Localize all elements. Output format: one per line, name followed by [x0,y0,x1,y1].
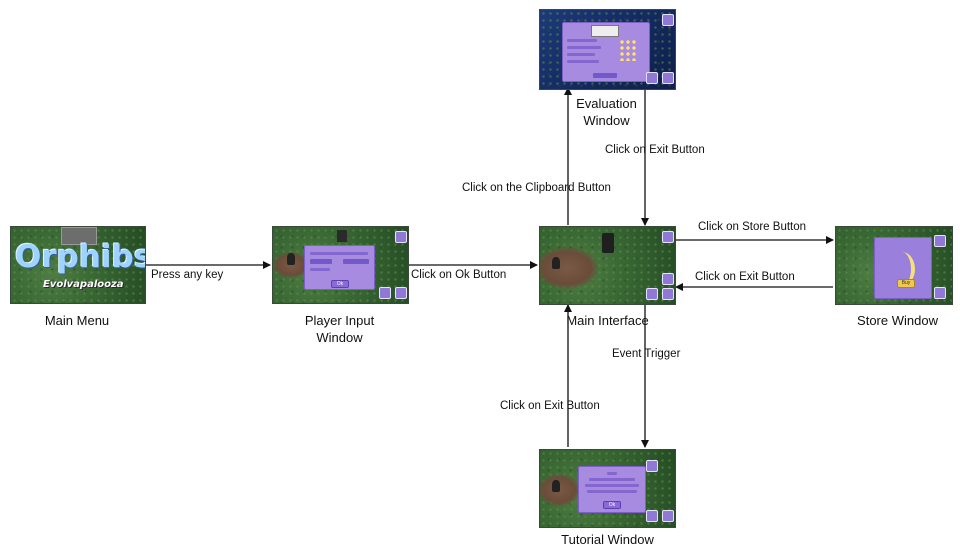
main-interface-screenshot [539,226,676,305]
clipboard-icon [395,287,407,299]
evaluation-label: Evaluation Window [539,95,674,129]
store-icon [646,72,658,84]
clipboard-icon [662,288,674,300]
clipboard-icon [934,287,946,299]
name-input-box [310,259,332,264]
edge-label-tutorial-exit: Click on Exit Button [500,399,600,413]
feeder-icon [337,230,347,242]
edge-label-store-exit: Click on Exit Button [695,270,795,284]
player-input-label: Player Input Window [272,312,407,346]
input-dialog: Ok [304,245,375,290]
ok-button: Ok [331,280,349,288]
store-icon [646,288,658,300]
player-input-screenshot: Ok [272,226,409,304]
edge-label-press-any-key: Press any key [151,268,223,282]
store-label: Store Window [835,312,960,329]
tutorial-line-1 [607,472,617,475]
store-screenshot: Buy [835,226,953,305]
edge-label-click-clipboard: Click on the Clipboard Button [462,181,611,195]
creature-icon [287,253,295,265]
edge-label-click-ok: Click on Ok Button [411,268,506,282]
tutorial-line-3 [585,484,639,487]
age-input-box [343,259,369,264]
player-input-label-line1: Player Input [305,313,374,328]
game-subtitle: Evolvapalooza [43,279,124,290]
edge-label-event-trigger: Event Trigger [612,347,680,361]
eval-line-1 [567,39,597,42]
exit-icon [646,460,658,472]
buy-button: Buy [897,279,915,288]
clipboard-clip [591,25,619,37]
evaluation-label-line1: Evaluation [576,96,637,111]
eval-line-4 [567,60,599,63]
main-interface-label: Main Interface [539,312,676,329]
eval-bottom-bar [593,73,617,78]
creature-icon [552,480,560,492]
dirt-patch [539,247,598,289]
creature-icon [552,257,560,269]
info-icon [662,273,674,285]
exit-icon [662,72,674,84]
edge-label-eval-exit: Click on Exit Button [605,143,705,157]
evaluation-clipboard [562,22,650,82]
menu-icon [662,14,674,26]
main-menu-label: Main Menu [10,312,144,329]
eval-line-3 [567,53,595,56]
eval-line-2 [567,46,601,49]
game-logo: Orphibs [15,239,146,275]
evaluation-screenshot [539,9,676,90]
menu-icon [662,231,674,243]
store-panel: Buy [874,237,932,299]
edge-label-click-store: Click on Store Button [698,220,806,234]
player-input-label-line2: Window [316,330,362,345]
store-icon [379,287,391,299]
evaluation-label-line2: Window [583,113,629,128]
feeder-icon [602,233,614,253]
tutorial-dialog: Ok [578,466,646,513]
main-menu-screenshot: Orphibs Evolvapalooza [10,226,146,304]
eval-score-grid [619,39,637,61]
ok-button: Ok [603,501,621,509]
store-icon [646,510,658,522]
tutorial-line-4 [587,490,637,493]
menu-icon [395,231,407,243]
tutorial-label: Tutorial Window [539,531,676,548]
tutorial-screenshot: Ok [539,449,676,528]
option-line [310,268,330,271]
clipboard-icon [662,510,674,522]
tutorial-line-2 [589,478,635,481]
exit-icon [934,235,946,247]
input-prompt-line [310,252,368,255]
